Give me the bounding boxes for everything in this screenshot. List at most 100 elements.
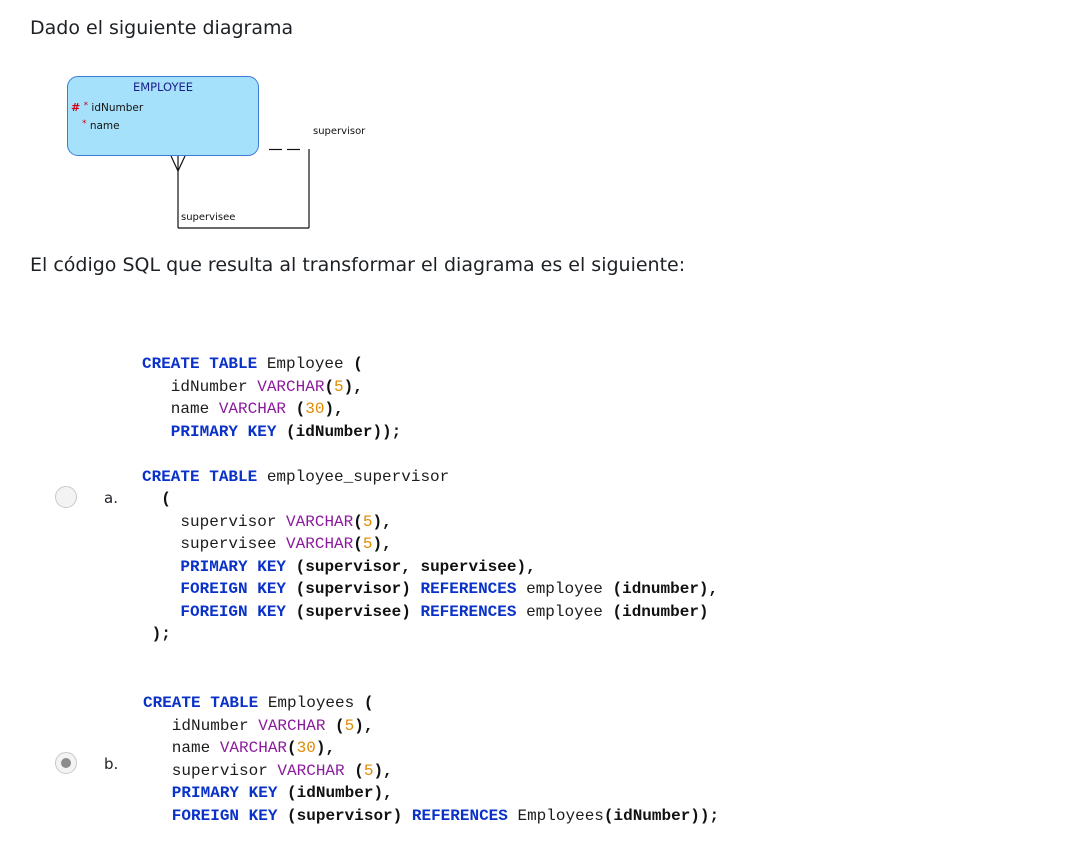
question-prompt: El código SQL que resulta al transformar… (30, 254, 686, 276)
code-token: (idNumber)); (286, 422, 402, 441)
code-token: ( (295, 400, 306, 418)
relationship-label-supervisor: supervisor (313, 126, 366, 137)
code-token: 30 (296, 739, 316, 757)
code-token: Employees (258, 694, 364, 712)
code-token: REFERENCES (420, 580, 517, 598)
code-line: CREATE TABLE Employees ( (143, 692, 719, 715)
attribute-name: name (89, 120, 120, 132)
code-token: ), (343, 377, 363, 396)
code-line: name VARCHAR(30), (143, 737, 719, 760)
code-line: supervisor VARCHAR (5), (143, 760, 719, 783)
code-token: ), (315, 739, 336, 757)
code-line: PRIMARY KEY (supervisor, supervisee), (142, 556, 718, 579)
code-line: ( (142, 488, 718, 511)
code-token: ), (354, 716, 374, 735)
code-token: FOREIGN KEY (142, 580, 287, 598)
code-token: employee_supervisor (257, 467, 450, 486)
primary-key-marker: # (71, 101, 81, 114)
code-token: (idNumber)); (603, 806, 720, 825)
code-token (286, 580, 296, 598)
code-token (286, 603, 296, 621)
entity-name: EMPLOYEE (132, 80, 194, 94)
code-line: FOREIGN KEY (supervisor) REFERENCES Empl… (143, 805, 719, 828)
code-token: 5 (362, 535, 373, 553)
code-token: ( (142, 490, 171, 508)
code-line: supervisee VARCHAR(5), (142, 533, 718, 556)
code-token: FOREIGN KEY (143, 806, 278, 825)
code-token: ), (372, 535, 392, 553)
code-token: ), (373, 761, 393, 780)
code-token: (supervisee) (295, 602, 421, 621)
code-line: idNumber VARCHAR(5), (142, 376, 718, 399)
code-token: 30 (305, 400, 325, 418)
radio-option-b[interactable] (55, 752, 77, 774)
code-token: (idnumber), (612, 580, 719, 598)
required-marker: * (82, 119, 87, 129)
radio-option-a[interactable] (55, 486, 77, 508)
question-intro: Dado el siguiente diagrama (30, 17, 294, 39)
code-line (142, 443, 718, 466)
code-token: ( (353, 355, 363, 373)
code-token: (supervisor) (295, 580, 421, 598)
code-token: (supervisor) (287, 806, 412, 825)
attribute-idnumber: # * idNumber (71, 101, 143, 114)
code-token: PRIMARY KEY (142, 557, 287, 576)
code-token: VARCHAR (277, 761, 355, 780)
code-token: PRIMARY KEY (142, 422, 277, 441)
attribute-name: idNumber (91, 102, 144, 114)
code-line: CREATE TABLE Employee ( (142, 353, 718, 376)
sql-code-block: CREATE TABLE Employee ( idNumber VARCHAR… (142, 353, 718, 646)
code-token: (idnumber) (612, 602, 709, 621)
code-line: PRIMARY KEY (idNumber), (143, 782, 719, 805)
code-token: name (142, 400, 219, 418)
code-token: ), (372, 512, 392, 531)
code-token: Employees (507, 806, 604, 825)
code-token: CREATE TABLE (142, 467, 258, 486)
code-token: supervisee (142, 535, 287, 553)
code-token: CREATE TABLE (143, 694, 259, 712)
entity-employee: EMPLOYEE (67, 76, 259, 156)
code-token: 5 (362, 512, 373, 531)
er-diagram: EMPLOYEE # * idNumber * name supervisor … (60, 70, 400, 240)
option-letter: a. (104, 489, 118, 507)
code-token: ( (335, 716, 345, 735)
code-token: ( (353, 512, 363, 531)
code-token: ( (324, 377, 335, 396)
code-token (277, 784, 287, 802)
code-token: VARCHAR (257, 377, 325, 396)
required-marker: * (83, 101, 89, 111)
code-token: VARCHAR (286, 535, 354, 553)
code-line: supervisor VARCHAR(5), (142, 511, 718, 534)
code-token: VARCHAR (258, 716, 336, 735)
code-line: PRIMARY KEY (idNumber)); (142, 421, 718, 444)
code-token: ), (324, 400, 344, 418)
code-token: VARCHAR (218, 400, 296, 418)
code-token: 5 (344, 716, 355, 735)
code-line: FOREIGN KEY (supervisor) REFERENCES empl… (142, 578, 718, 601)
code-line: ); (142, 623, 718, 646)
code-token: VARCHAR (219, 739, 288, 757)
code-token: ( (363, 694, 374, 712)
code-token: employee (516, 602, 613, 621)
code-token: Employee (257, 355, 354, 373)
attribute-name-row: * name (82, 119, 120, 132)
code-token: supervisor (142, 512, 287, 531)
code-token: idNumber (143, 716, 259, 735)
code-token: VARCHAR (286, 512, 354, 531)
sql-code-block: CREATE TABLE Employees ( idNumber VARCHA… (143, 692, 719, 827)
code-token: 5 (363, 761, 374, 780)
code-token: ( (353, 535, 363, 553)
relationship-label-supervisee: supervisee (181, 212, 236, 223)
code-token: supervisor (143, 761, 278, 780)
code-token: PRIMARY KEY (143, 784, 278, 802)
code-token: 5 (334, 377, 344, 396)
code-token: ); (142, 625, 171, 643)
code-token: idNumber (142, 377, 258, 396)
code-token (277, 807, 287, 825)
code-token (286, 558, 296, 576)
code-token: ( (287, 739, 297, 757)
code-token: REFERENCES (420, 602, 517, 621)
code-token: name (143, 739, 220, 757)
relationship-lines (170, 148, 310, 229)
code-token: employee (516, 580, 613, 598)
